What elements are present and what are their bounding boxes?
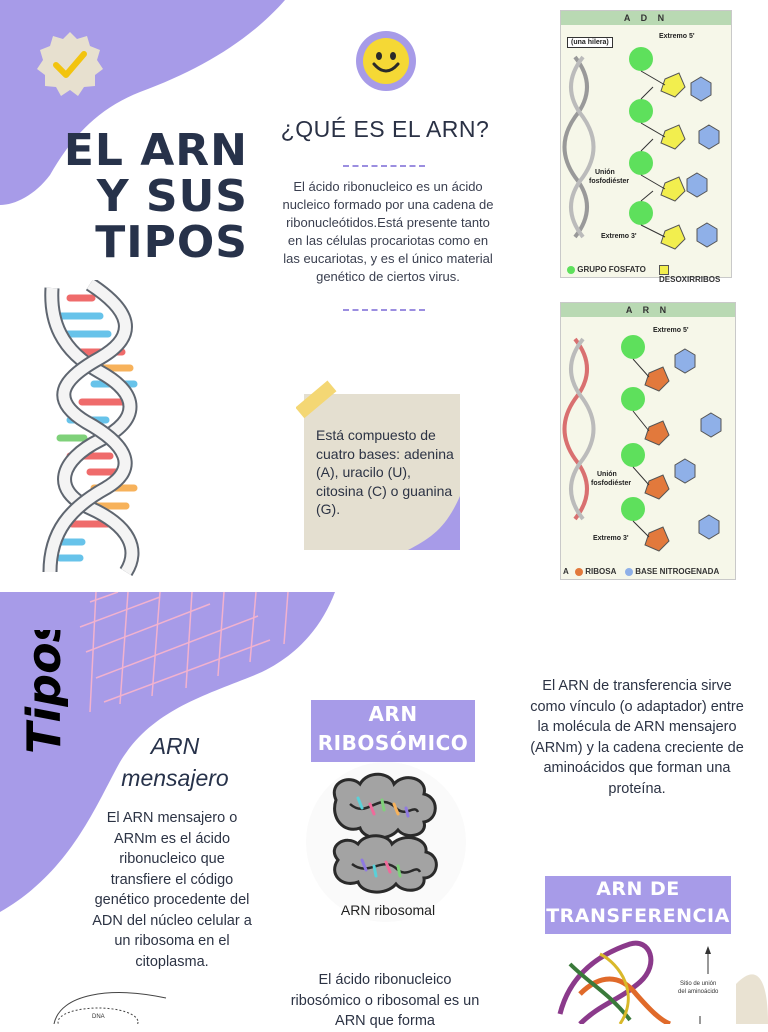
transferencia-paragraph: El ARN de transferencia sirve como víncu… [530, 678, 744, 797]
ribosomico-badge-line-1: ARN [368, 702, 418, 726]
adn-bond-label-2: fosfodiéster [589, 178, 630, 185]
adn-end3-label: Extremo 3' [601, 233, 637, 240]
arn-end3-label: Extremo 3' [593, 535, 629, 542]
arn-end5-label: Extremo 5' [653, 327, 689, 334]
arn-bond-label-1: Unión [597, 471, 617, 478]
sticky-note-shape [296, 380, 460, 550]
adn-strand-label: (una hilera) [567, 37, 613, 48]
adn-legend-1: GRUPO FOSFATO [567, 265, 646, 274]
mensajero-title-line-1: ARN [150, 733, 200, 759]
arn-diagram-title: A R N [561, 303, 735, 317]
arn-molecule-drawing [562, 335, 722, 552]
trna-site-label-2: del aminoácido [678, 989, 719, 995]
title-line-2: Y SUS [96, 171, 248, 222]
divider-top [343, 165, 425, 167]
transferencia-badge-line-2: TRANSFERENCIA [546, 905, 730, 927]
ribose-legend-icon [575, 567, 583, 576]
ribosomico-badge: ARN RIBOSÓMICO [311, 700, 475, 762]
note-text: Está compuesto de cuatro bases: adenina … [316, 427, 454, 517]
dna-helix-illustration [42, 280, 140, 576]
adn-molecule-drawing [562, 47, 720, 250]
mensajero-paragraph: El ARN mensajero o ARNm es el ácido ribo… [92, 810, 252, 970]
ribosomico-badge-line-2: RIBOSÓMICO [317, 731, 469, 755]
page-title: EL ARN Y SUS TIPOS [60, 128, 248, 266]
arn-legend-1: RIBOSA [575, 567, 616, 576]
phosphate-legend-icon [567, 265, 575, 274]
adn-diagram-title: A D N [561, 11, 731, 25]
svg-text:Tipos: Tipos [17, 630, 68, 754]
intro-paragraph: El ácido ribonucleico es un ácido nuclei… [282, 179, 494, 284]
title-line-3: TIPOS [95, 217, 248, 268]
types-heading: Tipos [17, 630, 68, 754]
transferencia-badge-line-1: ARN DE [596, 878, 680, 900]
ribosomico-paragraph: El ácido ribonucleico ribosómico o ribos… [290, 972, 480, 1029]
arn-bond-label-2: fosfodiéster [591, 480, 632, 487]
transferencia-badge: ARN DE TRANSFERENCIA [545, 876, 731, 934]
adn-structure-diagram: A D N (una hilera) Extremo 5' Unión fosf… [560, 10, 732, 284]
decorative-blob-bottom [0, 592, 335, 912]
adn-end5-label: Extremo 5' [659, 33, 695, 40]
adn-bond-label-1: Unión [595, 169, 615, 176]
divider-bottom [343, 309, 425, 311]
cell-nucleus-sketch: DNA [53, 992, 167, 1024]
trna-illustration: Sitio de unión del aminoácido [557, 940, 768, 1024]
mensajero-title: ARN mensajero [110, 730, 240, 794]
dna-label: DNA [92, 1014, 105, 1020]
arn-legend-2: BASE NITROGENADA [625, 567, 719, 576]
deoxyribose-legend-icon [659, 265, 669, 275]
title-line-1: EL ARN [63, 125, 248, 176]
arn-legend-0: A [563, 567, 569, 576]
checkmark-badge-icon [37, 32, 103, 96]
adn-legend-2: DESOXIRRIBOS [659, 265, 731, 284]
ribosome-illustration [306, 762, 466, 922]
base-legend-icon [625, 567, 633, 576]
trna-site-label-1: Sitio de unión [680, 981, 716, 987]
ribosome-image-label: ARN ribosomal [340, 902, 436, 918]
mensajero-title-line-2: mensajero [121, 765, 229, 791]
arn-structure-diagram: A R N Extremo 5' Unión fosfodiéster Extr… [560, 302, 736, 580]
smiley-face-icon [356, 31, 416, 91]
section-question-title: ¿QUÉ ES EL ARN? [280, 116, 490, 142]
